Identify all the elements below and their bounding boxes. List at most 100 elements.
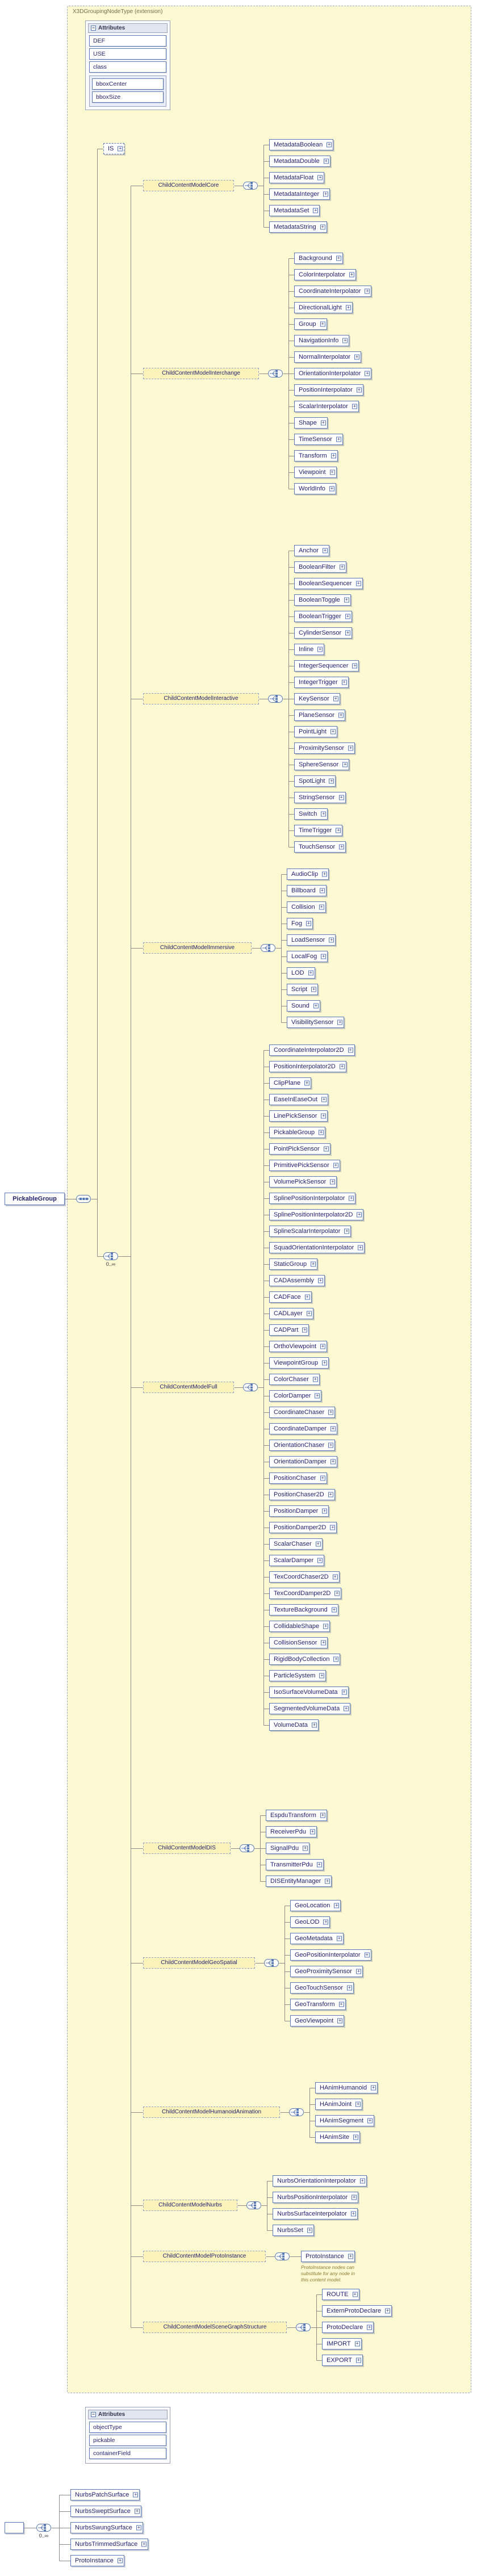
element-node[interactable]: ReceiverPdu+ [266,1826,317,1837]
element-node[interactable]: GeoMetadata+ [290,1933,344,1944]
element-node[interactable]: SquadOrientationInterpolator+ [269,1242,365,1253]
element-node[interactable]: MetadataInteger+ [269,188,330,200]
expand-icon[interactable]: + [342,337,348,343]
expand-icon[interactable]: + [303,1845,308,1851]
element-node[interactable]: PositionChaser+ [269,1472,327,1484]
expand-icon[interactable]: + [323,191,329,197]
element-node[interactable]: OrthoViewpoint+ [269,1341,328,1352]
element-node[interactable]: TexCoordChaser2D+ [269,1571,340,1583]
element-node[interactable]: CADAssembly+ [269,1275,325,1286]
expand-icon[interactable]: + [334,1590,340,1596]
element-node[interactable]: PointLight+ [294,726,337,737]
expand-icon[interactable]: + [336,255,341,261]
expand-icon[interactable]: + [355,1968,361,1974]
choice-icon[interactable] [243,1383,258,1391]
expand-icon[interactable]: + [337,2017,343,2024]
element-node[interactable]: LOD+ [287,967,315,979]
element-node[interactable]: PointPickSensor+ [269,1143,330,1155]
element-node[interactable]: IntegerTrigger+ [294,677,349,688]
expand-icon[interactable]: + [365,288,370,294]
element-node[interactable]: NurbsSweptSurface+ [70,2506,141,2517]
group-reference[interactable]: ChildContentModelGeoSpatial [143,1957,255,1969]
element-node[interactable]: OrientationDamper+ [269,1456,337,1467]
expand-icon[interactable]: + [133,2491,139,2498]
element-node[interactable]: MetadataBoolean+ [269,139,334,150]
element-node[interactable]: BooleanFilter+ [294,561,346,573]
element-node[interactable]: Sound+ [287,1000,320,1012]
element-node[interactable]: BooleanTrigger+ [294,611,352,622]
element-node[interactable]: AudioClip+ [287,869,329,880]
expand-icon[interactable]: + [356,387,362,393]
expand-icon[interactable]: + [322,871,328,877]
element-node[interactable]: CoordinateInterpolator2D+ [269,1044,355,1056]
choice-icon[interactable] [261,944,275,952]
element-node[interactable]: TransmitterPdu+ [266,1859,324,1870]
element-node[interactable]: SplinePositionInterpolator+ [269,1193,356,1204]
element-node[interactable]: GeoPositionInterpolator+ [290,1949,371,1961]
element-node[interactable]: Fog+ [287,918,313,929]
expand-icon[interactable]: + [320,1812,325,1818]
element-node[interactable]: StaticGroup+ [269,1258,318,1270]
element-node[interactable]: ScalarInterpolator+ [294,401,359,412]
element-node[interactable]: Billboard+ [287,885,327,896]
collapse-icon[interactable]: − [91,25,96,31]
expand-icon[interactable]: + [134,2508,140,2514]
element-node[interactable]: MetadataDouble+ [269,156,330,167]
element-node[interactable]: Shape+ [294,417,328,429]
expand-icon[interactable]: + [320,321,325,327]
expand-icon[interactable]: + [348,1047,353,1053]
expand-icon[interactable]: + [355,2101,361,2107]
expand-icon[interactable]: + [339,1063,345,1069]
expand-icon[interactable]: + [321,1096,327,1102]
expand-icon[interactable]: + [330,1458,336,1465]
expand-icon[interactable]: + [311,1261,316,1267]
expand-icon[interactable]: + [320,1343,326,1349]
expand-icon[interactable]: + [353,2134,358,2140]
attribute-node[interactable]: bboxCenter [92,78,164,90]
element-node[interactable]: MetadataString+ [269,221,327,233]
element-node[interactable]: PositionInterpolator2D+ [269,1061,346,1072]
element-node[interactable]: NurbsSwungSurface+ [70,2522,143,2533]
expand-icon[interactable]: + [356,2357,362,2363]
expand-icon[interactable]: + [306,1310,312,1316]
element-node[interactable]: ProtoInstance+ [301,2251,355,2262]
element-node[interactable]: CoordinateChaser+ [269,1407,336,1418]
element-node[interactable]: PositionDamper2D+ [269,1522,337,1533]
element-node[interactable]: GeoViewpoint+ [290,2015,345,2027]
expand-icon[interactable]: + [319,904,324,910]
element-node[interactable]: GeoTransform+ [290,1999,346,2010]
expand-icon[interactable]: + [315,1541,321,1547]
expand-icon[interactable]: + [323,1919,329,1925]
element-node[interactable]: GeoLocation+ [290,1900,341,1911]
expand-icon[interactable]: + [333,1656,339,1662]
element-node[interactable]: OrientationInterpolator+ [294,368,372,379]
expand-icon[interactable]: + [367,2324,373,2330]
expand-icon[interactable]: + [320,1475,325,1481]
choice-icon[interactable] [243,182,258,190]
element-node[interactable]: SphereSensor+ [294,759,350,770]
element-node[interactable]: PlaneSensor+ [294,710,345,721]
element-node[interactable]: Viewpoint+ [294,467,337,478]
element-node[interactable]: NurbsOrientationInterpolator+ [273,2175,367,2187]
element-node[interactable]: PositionInterpolator+ [294,384,363,396]
element-node[interactable]: NurbsPositionInterpolator+ [273,2192,359,2203]
element-node[interactable]: CADFace+ [269,1291,312,1303]
expand-icon[interactable]: + [339,844,345,850]
element-node[interactable]: NurbsTrimmedSurface+ [70,2539,149,2550]
expand-icon[interactable]: + [344,1705,349,1711]
expand-icon[interactable]: + [332,1574,338,1580]
expand-icon[interactable]: + [320,224,325,230]
choice-icon[interactable] [264,1959,279,1967]
expand-icon[interactable]: + [329,469,335,475]
expand-icon[interactable]: + [354,2340,360,2347]
element-node[interactable]: StringSensor+ [294,792,346,803]
element-node[interactable]: SplineScalarInterpolator+ [269,1226,352,1237]
expand-icon[interactable]: + [321,1113,327,1119]
element-node[interactable]: Transform+ [294,450,338,462]
expand-icon[interactable]: + [117,2557,123,2564]
element-node[interactable]: CylinderSensor+ [294,627,353,639]
expand-icon[interactable]: + [336,1935,342,1941]
expand-icon[interactable]: + [348,745,354,751]
expand-icon[interactable]: + [321,811,327,817]
element-node[interactable]: EspduTransform+ [266,1810,327,1821]
